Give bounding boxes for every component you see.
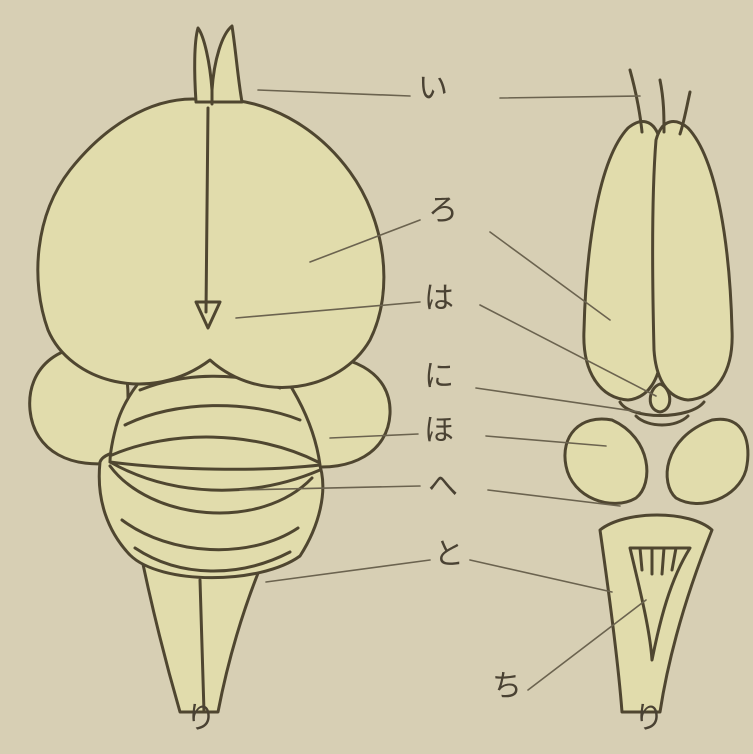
right-optic-lobe-left bbox=[565, 419, 647, 503]
left-cerebrum bbox=[38, 99, 384, 387]
label-to: と bbox=[434, 540, 464, 570]
label-he: へ bbox=[428, 472, 458, 502]
label-ha: は bbox=[424, 284, 454, 314]
right-brain-drawing bbox=[565, 70, 748, 712]
right-optic-lobe-right bbox=[667, 419, 748, 503]
left-olfactory-bulbs bbox=[195, 26, 242, 102]
label-ni: に bbox=[424, 362, 454, 392]
left-brain-drawing bbox=[30, 26, 390, 712]
label-chi: ち bbox=[492, 672, 522, 702]
right-hypothalamus-fold-2 bbox=[636, 416, 688, 425]
label-ro: ろ bbox=[428, 196, 458, 226]
right-olfactory-tract-mid bbox=[660, 80, 664, 132]
leader-i-right bbox=[500, 96, 640, 98]
label-i: い bbox=[418, 74, 448, 104]
label-ho: ほ bbox=[424, 416, 454, 446]
right-spinal-cord bbox=[600, 515, 712, 712]
right-pituitary bbox=[650, 384, 670, 412]
left-cerebrum-midline bbox=[206, 108, 208, 312]
right-cerebrum-right bbox=[653, 122, 732, 400]
label-ri-right: り bbox=[634, 704, 664, 734]
leader-to-right bbox=[470, 560, 612, 592]
leader-i-left bbox=[258, 90, 410, 96]
label-ri-left: り bbox=[186, 704, 216, 734]
